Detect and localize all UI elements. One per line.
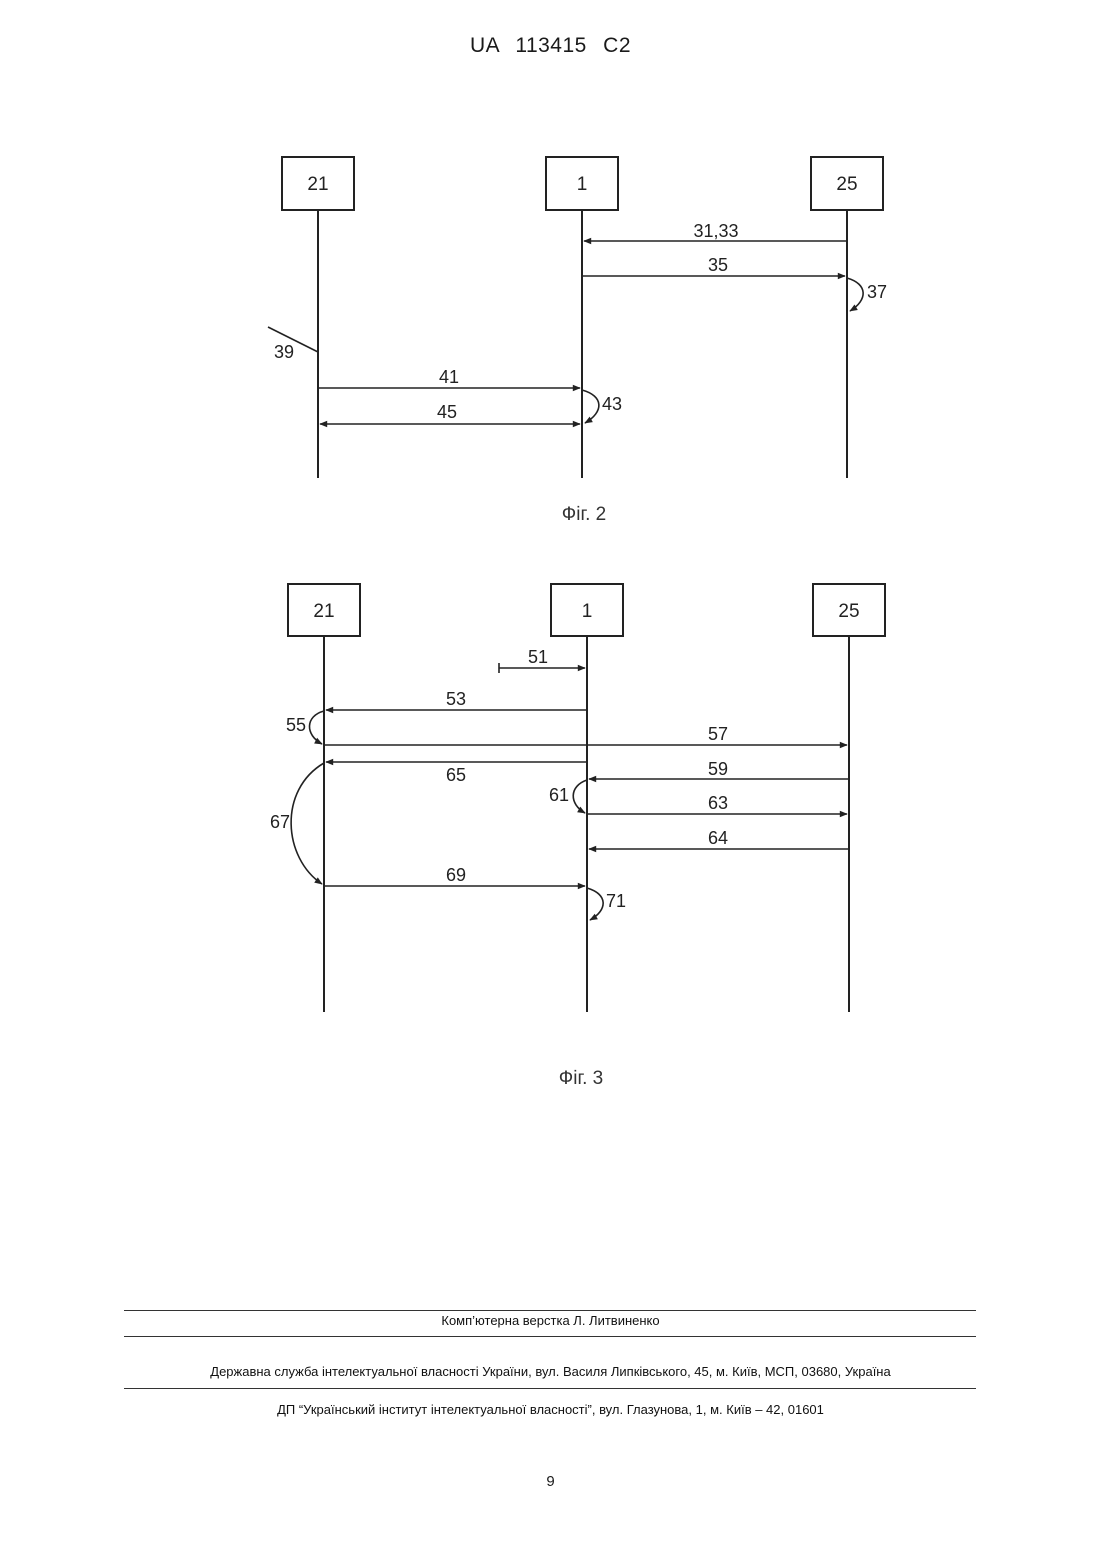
fig2-label-37: 37 xyxy=(867,282,887,302)
footer-agency-address: Державна служба інтелектуальної власност… xyxy=(0,1364,1101,1379)
fig2-box-25: 25 xyxy=(811,157,883,210)
footer-rule-bottom xyxy=(124,1388,976,1389)
fig2-label-31-33: 31,33 xyxy=(693,221,738,241)
fig2-box-1-label: 1 xyxy=(577,174,588,195)
page-number: 9 xyxy=(0,1473,1101,1490)
footer-rule-middle xyxy=(124,1336,976,1337)
fig3-box-21: 21 xyxy=(288,584,360,636)
fig2-label-45: 45 xyxy=(437,402,457,422)
fig3-label-71: 71 xyxy=(606,891,626,911)
footer-institute-address: ДП “Український інститут інтелектуальної… xyxy=(0,1402,1101,1417)
fig2-label-35: 35 xyxy=(708,255,728,275)
fig3-label-59: 59 xyxy=(708,759,728,779)
fig2-box-25-label: 25 xyxy=(836,174,857,195)
fig3-box-1-label: 1 xyxy=(582,601,593,622)
fig3-box-1: 1 xyxy=(551,584,623,636)
fig2-box-1: 1 xyxy=(546,157,618,210)
fig3-label-65: 65 xyxy=(446,765,466,785)
fig2-box-21-label: 21 xyxy=(307,174,328,195)
figure-2: 21 1 25 31,33 35 37 39 41 43 xyxy=(268,157,887,525)
fig3-box-25-label: 25 xyxy=(838,601,859,622)
fig3-self-55 xyxy=(309,711,324,744)
fig3-self-61 xyxy=(573,780,587,813)
fig2-caption: Фіг. 2 xyxy=(562,504,606,525)
fig3-label-67: 67 xyxy=(270,812,290,832)
footer-layout-credit: Комп’ютерна верстка Л. Литвиненко xyxy=(0,1313,1101,1328)
fig2-self-43 xyxy=(582,390,599,423)
fig3-label-69: 69 xyxy=(446,865,466,885)
fig3-label-51: 51 xyxy=(528,647,548,667)
fig3-label-61: 61 xyxy=(549,785,569,805)
fig2-label-39: 39 xyxy=(274,342,294,362)
fig3-label-63: 63 xyxy=(708,793,728,813)
fig2-self-37 xyxy=(847,278,863,311)
fig3-label-55: 55 xyxy=(286,715,306,735)
fig3-self-71 xyxy=(587,888,603,920)
fig2-label-41: 41 xyxy=(439,367,459,387)
fig3-self-67 xyxy=(291,763,324,884)
footer-rule-top xyxy=(124,1310,976,1311)
fig3-box-25: 25 xyxy=(813,584,885,636)
figure-3: 21 1 25 51 53 55 57 65 59 xyxy=(270,584,885,1089)
fig3-label-64: 64 xyxy=(708,828,728,848)
fig3-label-57: 57 xyxy=(708,724,728,744)
fig3-box-21-label: 21 xyxy=(313,601,334,622)
fig2-label-43: 43 xyxy=(602,394,622,414)
fig3-label-53: 53 xyxy=(446,689,466,709)
fig3-caption: Фіг. 3 xyxy=(559,1068,603,1089)
fig2-box-21: 21 xyxy=(282,157,354,210)
